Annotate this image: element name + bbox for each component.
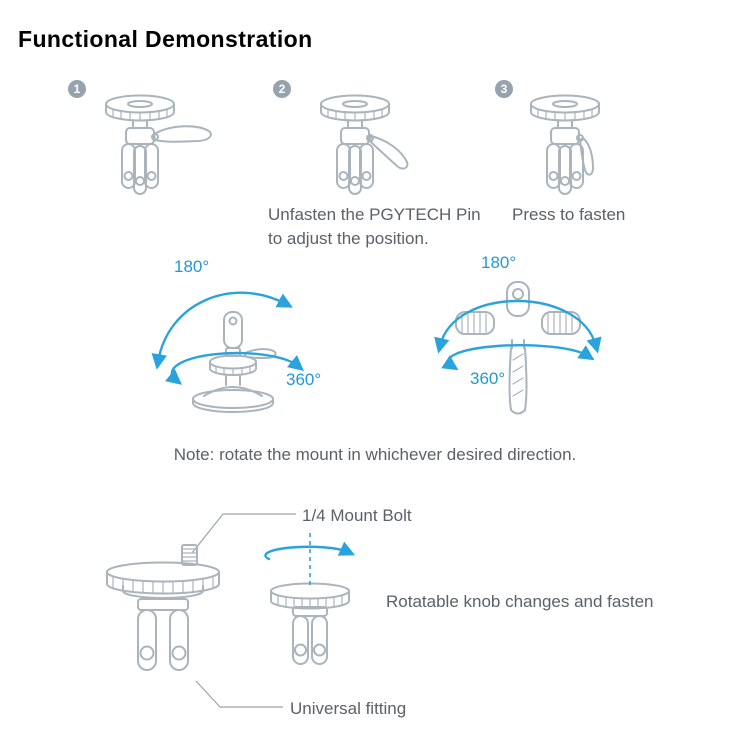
step-1-illustration: [105, 94, 212, 195]
caption-unfasten-line2: to adjust the position.: [268, 229, 429, 248]
step-2-illustration: [320, 94, 409, 195]
suction-mount-device: [192, 311, 277, 413]
rotatable-knob-label: Rotatable knob changes and fasten: [386, 592, 654, 611]
caption-press-to-fasten: Press to fasten: [512, 205, 626, 224]
universal-fitting-right: [292, 606, 328, 665]
pgytech-pin-folded: [576, 134, 594, 176]
small-knob-knurl: [277, 594, 343, 610]
knurl-ticks: [537, 108, 593, 122]
arrow-360-right: [441, 343, 595, 371]
mount-body: [336, 119, 374, 195]
mount-body: [121, 119, 159, 195]
knob-rotation-arrow: [264, 541, 356, 561]
step-badge-2: 2: [273, 80, 291, 98]
arrow-180-left: [151, 291, 293, 370]
label-180-left: 180°: [174, 257, 210, 276]
fitting-callout-line: [195, 680, 283, 708]
step-3-illustration: [530, 94, 600, 195]
arrow-360-left: [165, 351, 305, 385]
caption-unfasten: Unfasten the PGYTECH Pin to adjust the p…: [268, 203, 481, 251]
label-360-left: 360°: [286, 370, 322, 389]
bottom-illustration: [106, 513, 356, 708]
note-text: Note: rotate the mount in whichever desi…: [173, 445, 577, 464]
large-knob-knurl: [112, 575, 214, 595]
knurl-ticks: [327, 108, 383, 122]
mount-body: [546, 119, 584, 195]
universal-fitting-label: Universal fitting: [290, 699, 407, 718]
page-title: Functional Demonstration: [18, 26, 313, 52]
knurl-ticks: [112, 108, 168, 122]
label-180-right: 180°: [481, 253, 517, 272]
caption-unfasten-line1: Unfasten the PGYTECH Pin: [268, 205, 481, 224]
step-badge-3: 3: [495, 80, 513, 98]
bolt-callout-line: [191, 513, 296, 554]
rotation-right-illustration: [434, 281, 602, 415]
label-360-right: 360°: [470, 369, 506, 388]
pgytech-pin-extended: [151, 125, 212, 143]
bolt-threads: [182, 548, 197, 562]
rotation-left-illustration: [151, 291, 305, 413]
step-badge-1: 1: [68, 80, 86, 98]
pgytech-pin-angled: [366, 134, 409, 170]
quarter-inch-bolt: [181, 544, 198, 566]
arrow-180-right: [434, 299, 602, 354]
bolt-label: 1/4 Mount Bolt: [302, 506, 412, 525]
universal-fitting-left: [137, 598, 189, 671]
